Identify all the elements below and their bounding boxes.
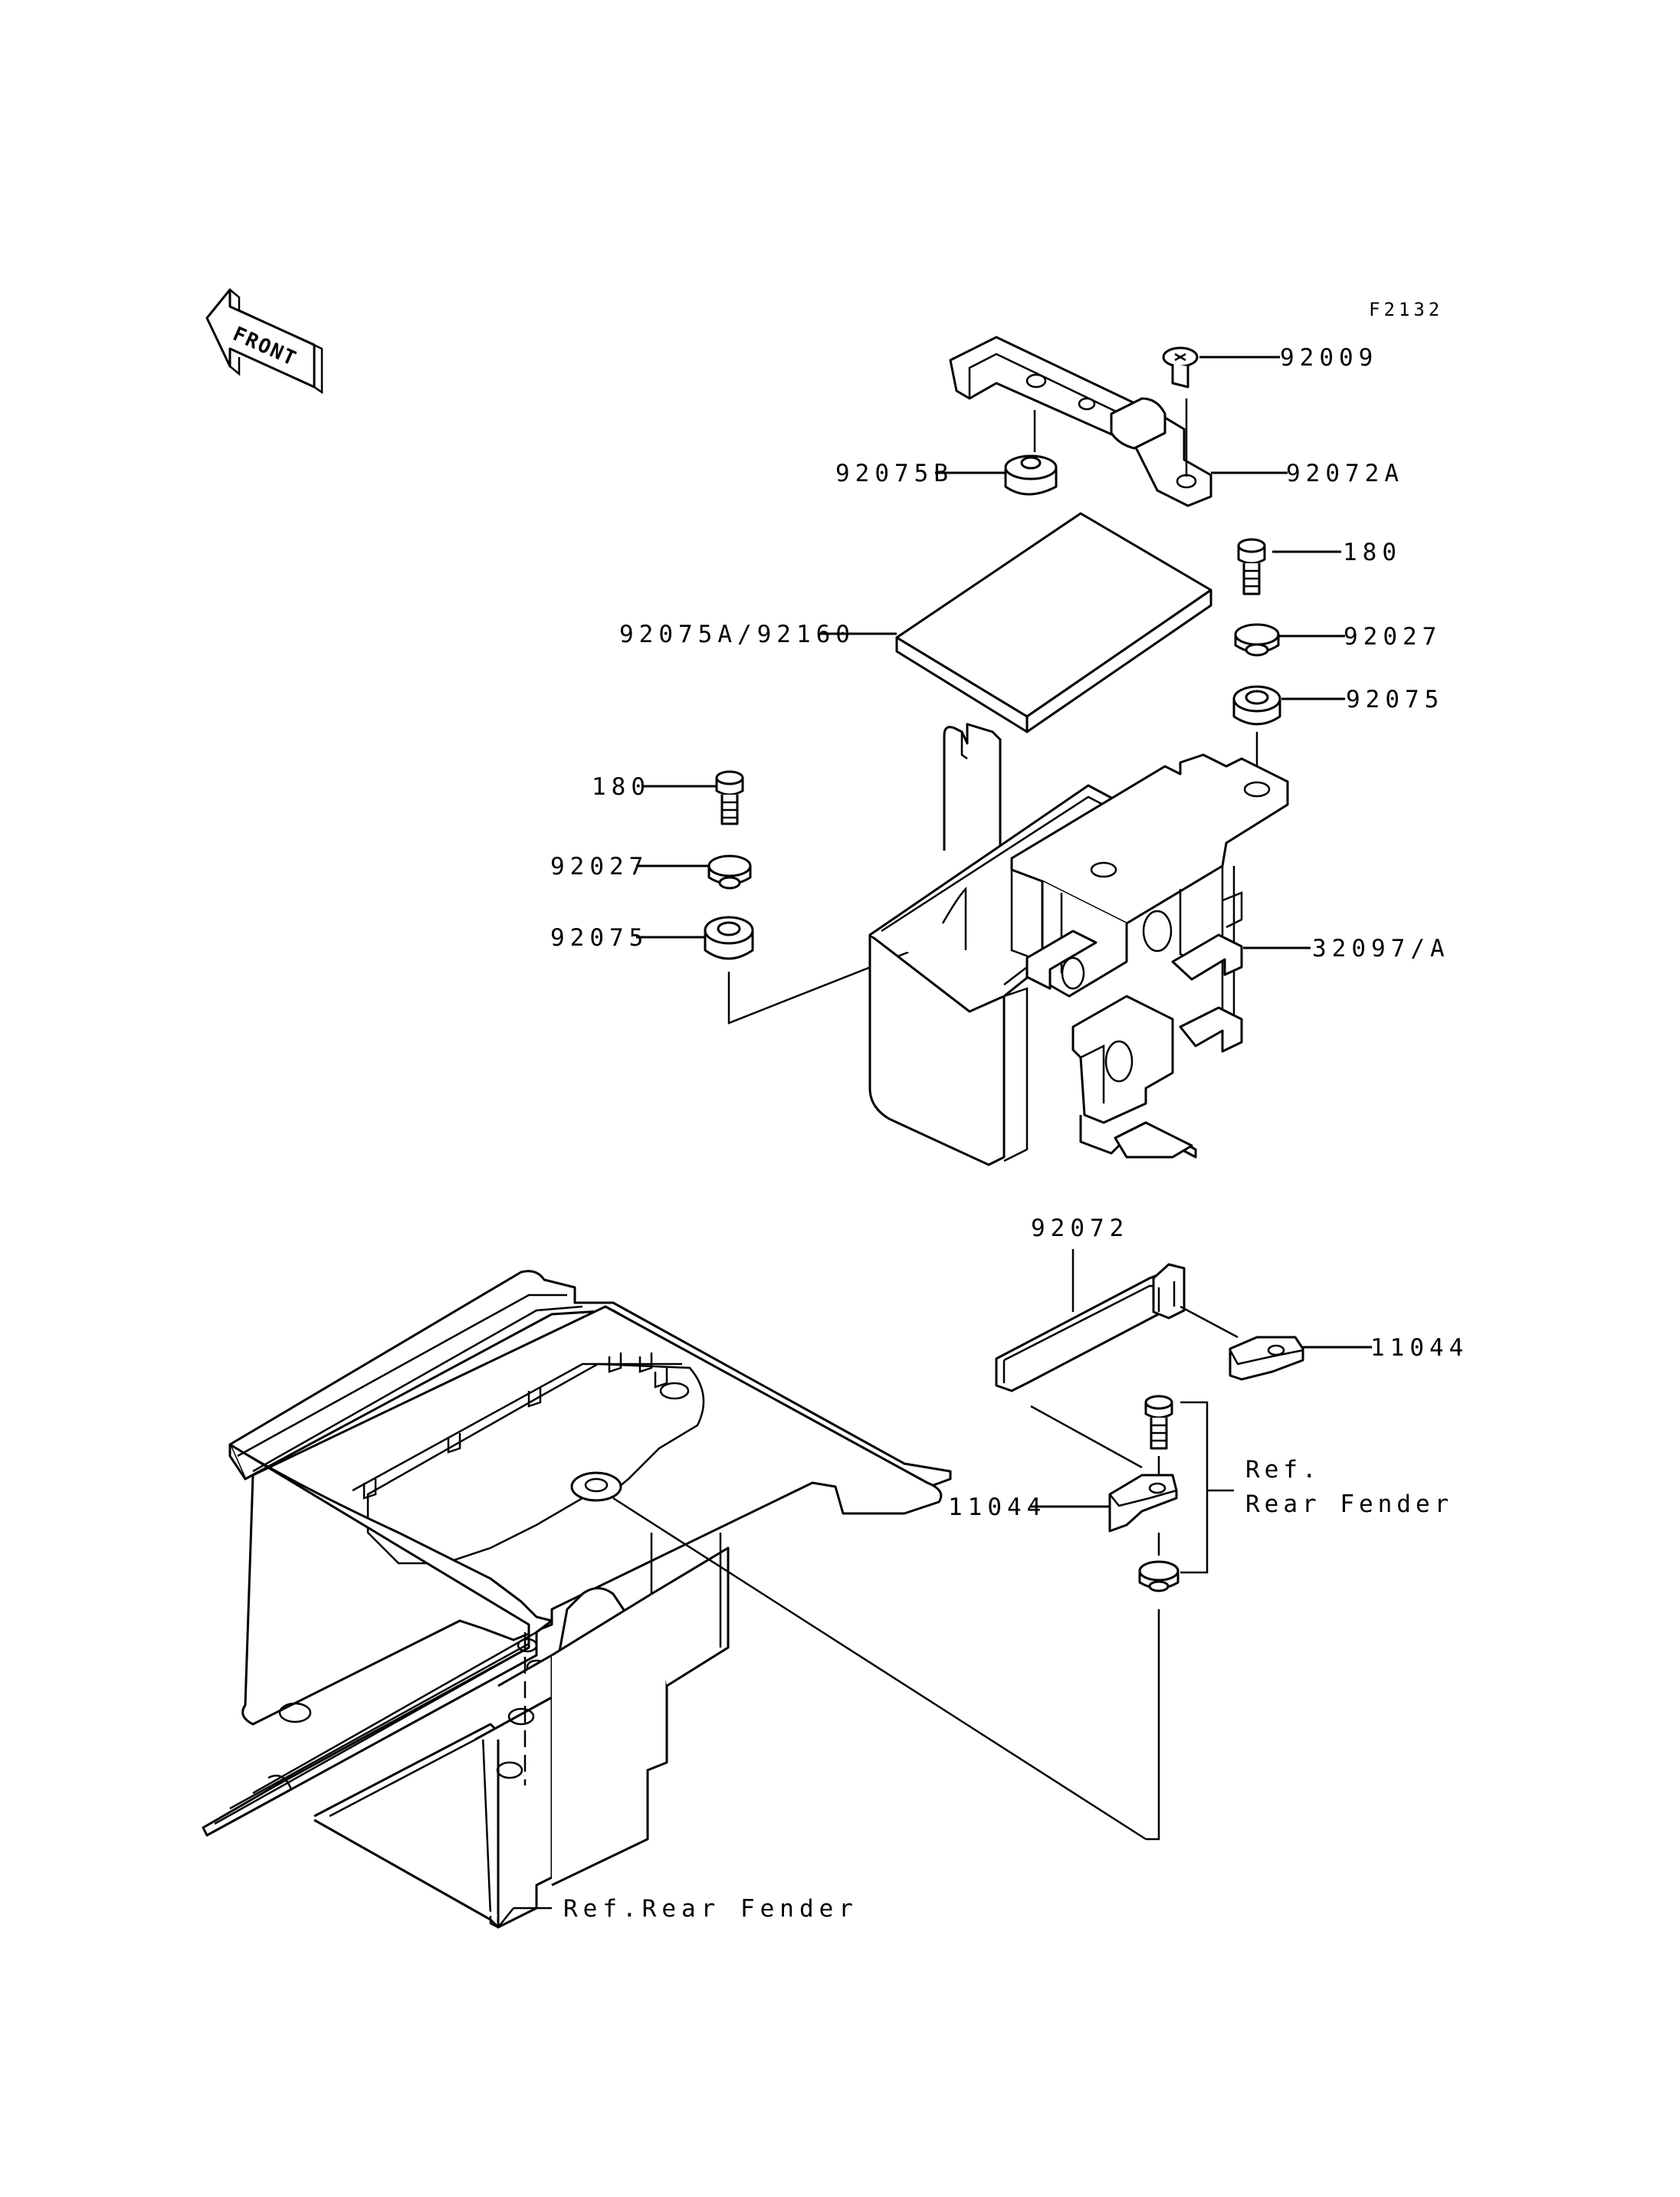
ref-rear-fender-bottom-label: Ref.Rear Fender xyxy=(563,1895,858,1923)
rear-fender xyxy=(202,1270,1147,1929)
label-92075-left: 92075 xyxy=(550,924,648,952)
label-92027-left: 92027 xyxy=(550,853,648,880)
label-11044-left: 11044 xyxy=(948,1494,1046,1521)
bolt-180-left xyxy=(644,770,744,825)
front-arrow-icon: FRONT xyxy=(205,288,323,395)
ref-rear-fender-label: Rear Fender xyxy=(1245,1490,1453,1518)
label-92072a: 92072A xyxy=(1286,460,1404,487)
bolt-180-right xyxy=(1237,538,1341,595)
label-32097a: 32097/A xyxy=(1312,935,1450,962)
label-92009: 92009 xyxy=(1280,344,1378,372)
battery-holder-bracket-92072a xyxy=(949,336,1212,507)
label-92027-right: 92027 xyxy=(1344,623,1442,651)
collar-92027-left xyxy=(636,854,752,890)
label-180-left: 180 xyxy=(592,773,651,801)
collar-rear-fender xyxy=(1138,1401,1234,1841)
pad-92075a-92160 xyxy=(820,512,1212,733)
diagram-code: F2132 xyxy=(1369,299,1443,320)
damper-92075b xyxy=(935,454,1058,496)
battery-case-32097a xyxy=(868,723,1311,1166)
label-92075b: 92075B xyxy=(835,460,953,487)
bracket-11044-left xyxy=(1031,1474,1178,1533)
grommet-92075-left xyxy=(636,916,963,1025)
ref-label: Ref. xyxy=(1245,1456,1321,1484)
bracket-11044-right xyxy=(1229,1336,1372,1381)
label-92072: 92072 xyxy=(1031,1215,1129,1242)
label-92075-right: 92075 xyxy=(1346,686,1444,713)
battery-strap-92072 xyxy=(995,1249,1239,1469)
collar-92027-right xyxy=(1234,623,1345,657)
label-11044-right: 11044 xyxy=(1370,1334,1468,1362)
screw-92009 xyxy=(1162,346,1280,477)
grommet-92075-right xyxy=(1232,685,1345,785)
bolt-rear-fender xyxy=(1144,1395,1173,1483)
label-92075a-92160: 92075A/92160 xyxy=(619,621,855,648)
label-180-right: 180 xyxy=(1343,539,1402,566)
